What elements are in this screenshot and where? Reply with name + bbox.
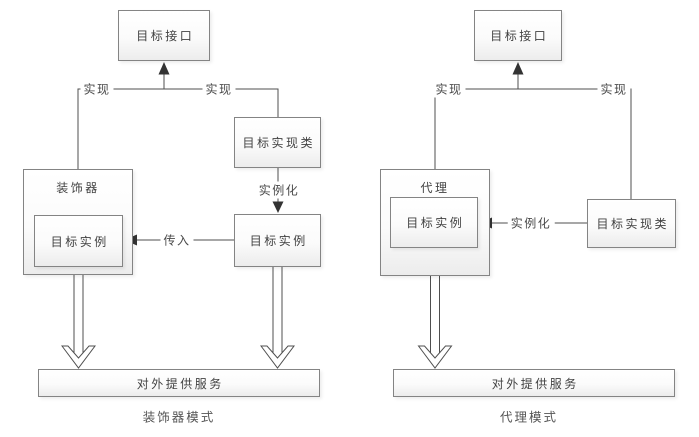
- left-interface-label: 目标接口: [136, 29, 195, 43]
- right-impl-class-box: 目标实现类: [587, 199, 676, 248]
- left-interface-box: 目标接口: [118, 10, 210, 61]
- arrow-up-icon: [512, 62, 524, 75]
- right-proxy-instance-label: 目标实例: [406, 216, 465, 230]
- left-realize-arrow: [158, 62, 170, 89]
- left-instantiate-edge-label: 实例化: [255, 181, 303, 199]
- right-realize-right-connector: [518, 88, 632, 199]
- left-service-label: 对外提供服务: [136, 376, 224, 391]
- left-realize-right-connector: [164, 88, 279, 117]
- right-proxy-label: 代理: [420, 181, 450, 195]
- left-impl-class-label: 目标实现类: [242, 136, 315, 150]
- right-panel-caption: 代理模式: [499, 410, 559, 425]
- left-realize-right-edge-label: 实现: [202, 80, 236, 98]
- hollow-arrow-down-icon: [260, 345, 295, 369]
- right-service-label: 对外提供服务: [491, 376, 579, 391]
- right-realize-left-edge-label: 实现: [432, 80, 466, 98]
- left-instance-box: 目标实例: [234, 214, 321, 267]
- hollow-arrow-down-icon: [417, 345, 453, 369]
- arrow-down-icon: [272, 201, 284, 213]
- right-impl-class-label: 目标实现类: [596, 217, 669, 231]
- right-interface-box: 目标接口: [474, 10, 562, 61]
- right-service-hollow-arrow: [417, 276, 453, 369]
- left-service-hollow-arrow-1: [61, 275, 96, 369]
- right-realize-left-connector: [434, 88, 518, 169]
- left-instance-label: 目标实例: [249, 234, 308, 248]
- right-instantiate-edge-label: 实例化: [507, 214, 555, 232]
- left-service-box: 对外提供服务: [38, 369, 320, 397]
- arrow-up-icon: [158, 62, 170, 75]
- right-realize-arrow: [512, 62, 524, 89]
- right-proxy-instance-box: 目标实例: [390, 197, 478, 248]
- right-service-box: 对外提供服务: [393, 369, 675, 397]
- left-decorator-instance-label: 目标实例: [50, 234, 109, 249]
- left-decorator-instance-box: 目标实例: [34, 215, 123, 267]
- left-decorator-label: 装饰器: [56, 181, 100, 195]
- right-interface-label: 目标接口: [490, 29, 549, 43]
- left-panel-caption: 装饰器模式: [142, 410, 216, 425]
- left-realize-left-connector: [77, 88, 164, 169]
- left-impl-class-box: 目标实现类: [234, 117, 321, 168]
- hollow-arrow-down-icon: [61, 345, 96, 369]
- left-service-hollow-arrow-2: [260, 267, 295, 369]
- right-realize-right-edge-label: 实现: [597, 80, 631, 98]
- left-pass-in-edge-label: 传入: [160, 231, 194, 249]
- left-realize-left-edge-label: 实现: [80, 80, 114, 98]
